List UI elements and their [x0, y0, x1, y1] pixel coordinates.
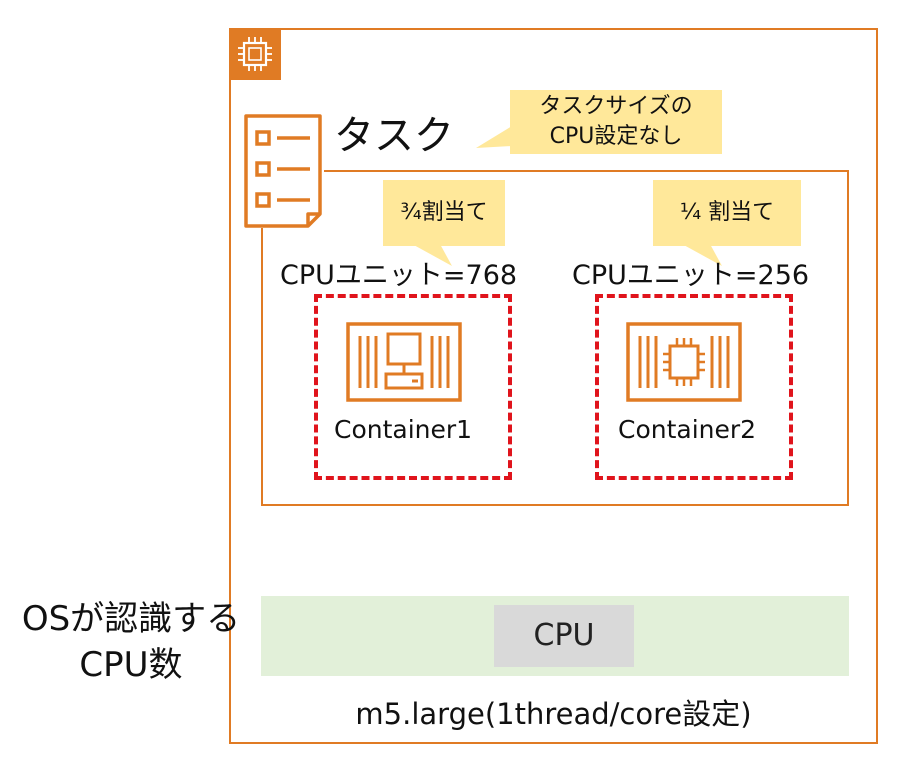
os-cpu-count-label: OSが認識する CPU数 [0, 596, 262, 688]
task-label: タスク [334, 113, 454, 159]
cpu-block: CPU [494, 605, 634, 667]
container2-name: Container2 [618, 415, 757, 444]
container-chip-icon [626, 322, 742, 402]
callout-line: CPU設定なし [549, 124, 683, 149]
task-box [261, 170, 849, 506]
container2-box [595, 294, 793, 480]
callout-line: タスクサイズの [539, 94, 693, 119]
os-label-line: OSが認識する [21, 599, 241, 639]
task-list-icon [244, 114, 324, 228]
container1-name: Container1 [334, 415, 473, 444]
os-label-line: CPU数 [79, 645, 183, 685]
callout-tail [682, 244, 722, 266]
callout-tail [476, 124, 516, 150]
ec2-chip-icon [229, 28, 281, 80]
container2-cpu-unit: CPUユニット=256 [572, 260, 810, 291]
task-cpu-callout: タスクサイズの CPU設定なし [510, 90, 722, 154]
container1-allocation-callout: ¾割当て [383, 180, 505, 246]
container1-box [314, 294, 512, 480]
container-desktop-icon [346, 322, 462, 402]
ec2-instance-box [229, 28, 878, 744]
container2-allocation-callout: ¼ 割当て [653, 180, 801, 246]
callout-tail [412, 244, 452, 266]
container1-cpu-unit: CPUユニット=768 [280, 260, 518, 291]
instance-type-label: m5.large(1thread/core設定) [355, 697, 752, 731]
